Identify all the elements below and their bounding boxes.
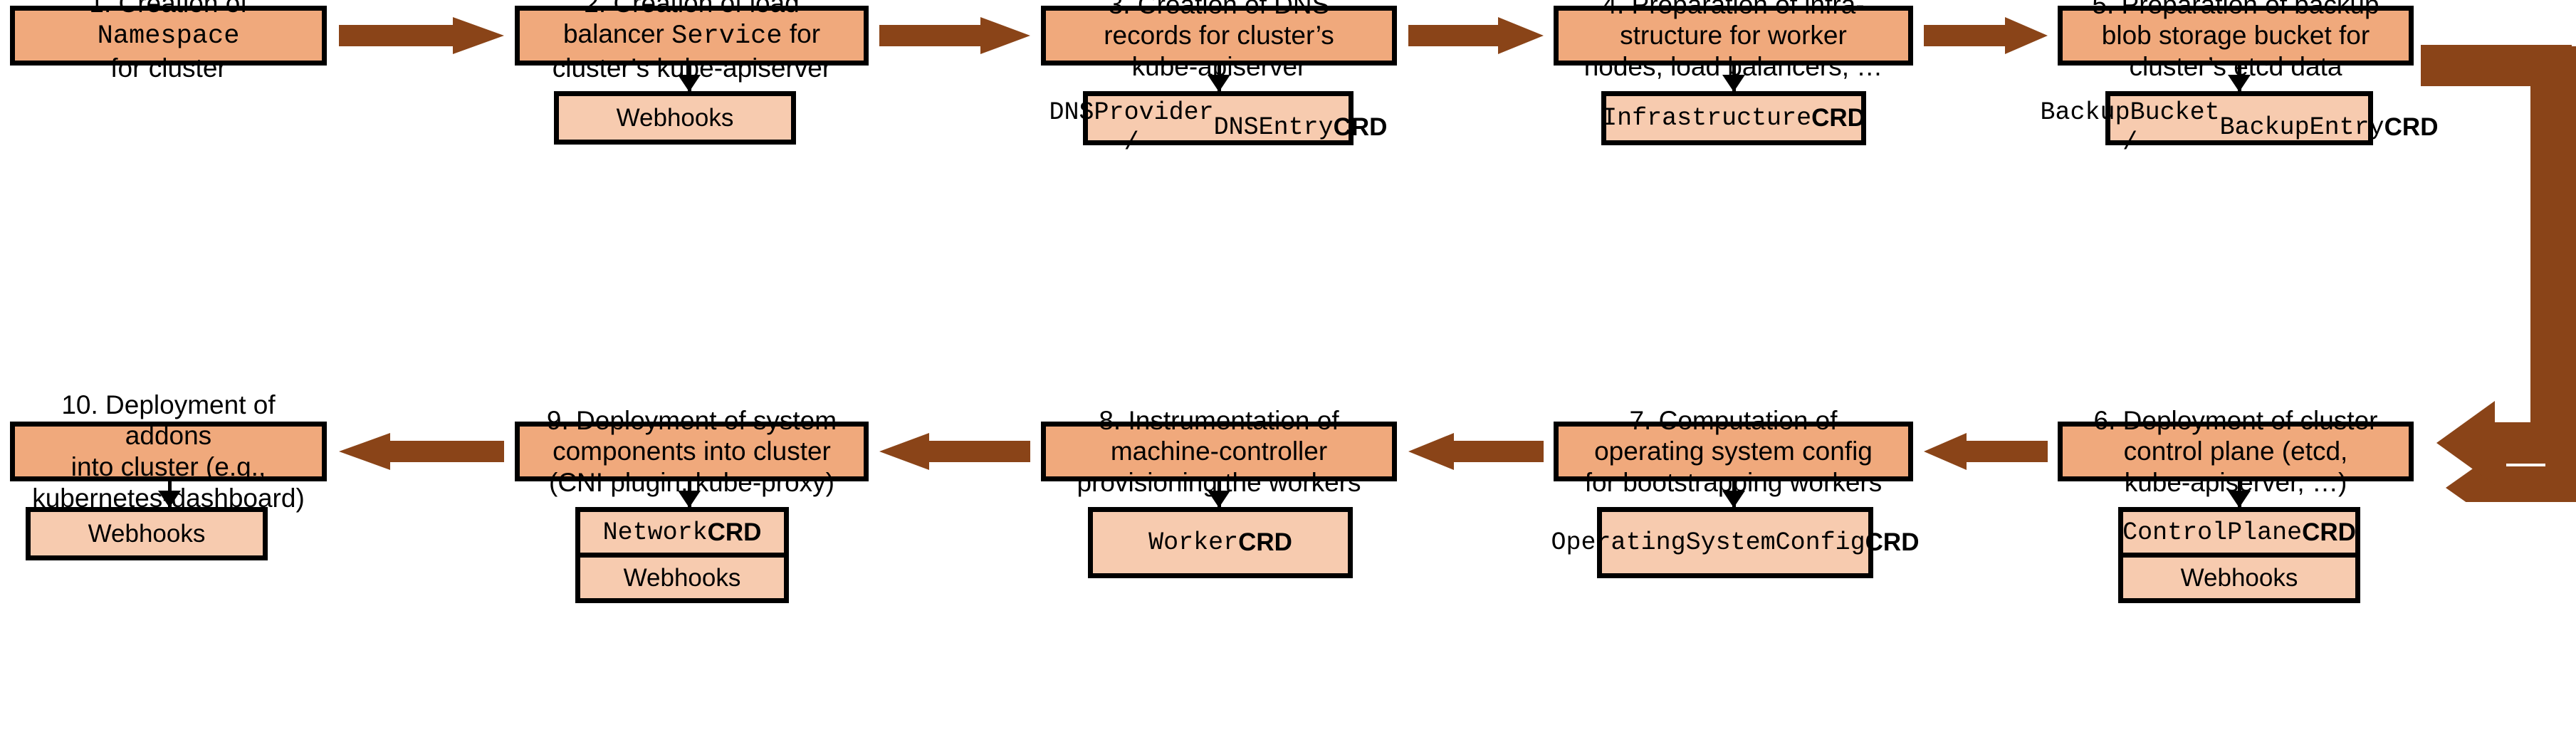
artifact-cell-webhooks: Webhooks — [580, 553, 784, 598]
arrowhead-icon — [1208, 491, 1230, 508]
artifact-cell-dns-crd: DNSProvider /DNSEntry CRD — [1049, 98, 1388, 157]
flow-arrow-6-to-7 — [1924, 433, 2048, 470]
artifact-cell-network-crd: Network CRD — [602, 518, 762, 547]
arrowhead-icon — [1722, 491, 1745, 508]
artifact-box-step-10[interactable]: Webhooks — [26, 507, 268, 560]
arrowhead-icon — [1722, 75, 1745, 92]
artifact-cell-controlplane-crd: ControlPlane CRD — [2122, 518, 2356, 547]
flow-arrow-5-to-6-wraparound — [2421, 25, 2576, 502]
artifact-cell-backup-crd: BackupBucket /BackupEntry CRD — [2040, 98, 2439, 157]
artifact-cell-webhooks: Webhooks — [616, 103, 734, 132]
flow-arrow-7-to-8 — [1408, 433, 1544, 470]
connector-step-6-to-artifacts — [2225, 481, 2253, 508]
connector-step-8-to-crd — [1205, 481, 1233, 508]
artifact-box-step-2[interactable]: Webhooks — [554, 91, 796, 145]
artifact-cell-webhooks: Webhooks — [2123, 553, 2355, 598]
flow-arrow-8-to-9 — [879, 433, 1030, 470]
connector-step-3-to-crd — [1205, 66, 1233, 92]
flow-arrow-1-to-2 — [339, 17, 504, 54]
connector-step-7-to-crd — [1719, 481, 1748, 508]
arrowhead-icon — [1208, 75, 1230, 92]
arrowhead-icon — [2228, 75, 2251, 92]
arrowhead-icon — [158, 491, 181, 508]
arrowhead-icon — [678, 491, 701, 508]
artifact-box-step-9[interactable]: Network CRD Webhooks — [575, 507, 789, 603]
connector-step-10-to-webhooks — [155, 481, 184, 508]
flow-arrow-3-to-4 — [1408, 17, 1544, 54]
artifact-box-step-3[interactable]: DNSProvider /DNSEntry CRD — [1049, 91, 1387, 157]
arrowhead-icon — [678, 75, 701, 92]
connector-step-4-to-crd — [1719, 66, 1748, 92]
step-box-4[interactable]: 4. Preparation of infra-structure for wo… — [1554, 0, 1913, 81]
flow-arrow-2-to-3 — [879, 17, 1030, 54]
step-4-label: 4. Preparation of infra-structure for wo… — [1583, 0, 1883, 81]
artifact-box-step-6[interactable]: ControlPlane CRD Webhooks — [2118, 507, 2360, 603]
flow-arrow-4-to-5 — [1924, 17, 2048, 54]
connector-step-9-to-artifacts — [675, 481, 703, 508]
flow-arrow-9-to-10 — [339, 433, 504, 470]
connector-step-2-to-webhooks — [675, 66, 703, 92]
artifact-cell-webhooks: Webhooks — [88, 519, 206, 548]
connector-step-5-to-crd — [2225, 66, 2253, 92]
artifact-box-step-5[interactable]: BackupBucket /BackupEntry CRD — [2041, 91, 2438, 157]
arrowhead-icon — [2228, 491, 2251, 508]
